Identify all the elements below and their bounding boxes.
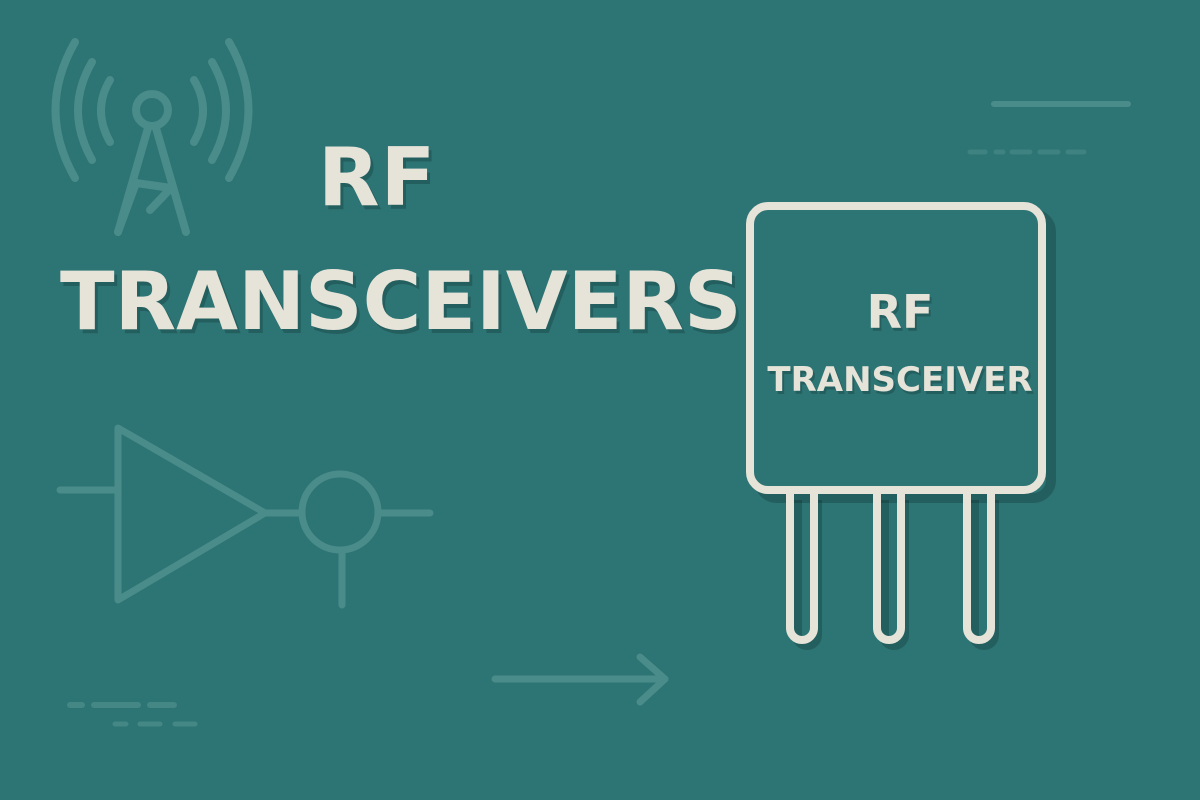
- arrow-right-icon: [491, 653, 669, 706]
- chip-pin-2: [873, 494, 905, 644]
- antenna-tower-icon: [51, 38, 253, 236]
- headline-line-2: TRANSCEIVERS: [60, 255, 742, 348]
- amplifier-mixer-schematic-icon: [56, 424, 434, 609]
- decorative-dashes-bottom-left: [67, 702, 198, 727]
- chip-pin-3: [963, 494, 995, 644]
- chip-label-line-1: RF: [866, 285, 934, 339]
- chip-pin-1: [786, 494, 818, 644]
- chip-label-line-2: TRANSCEIVER: [767, 360, 1033, 400]
- transceiver-chip: [746, 202, 1046, 644]
- headline-line-1: RF: [318, 131, 437, 224]
- decorative-dashes-top-right: [967, 101, 1131, 155]
